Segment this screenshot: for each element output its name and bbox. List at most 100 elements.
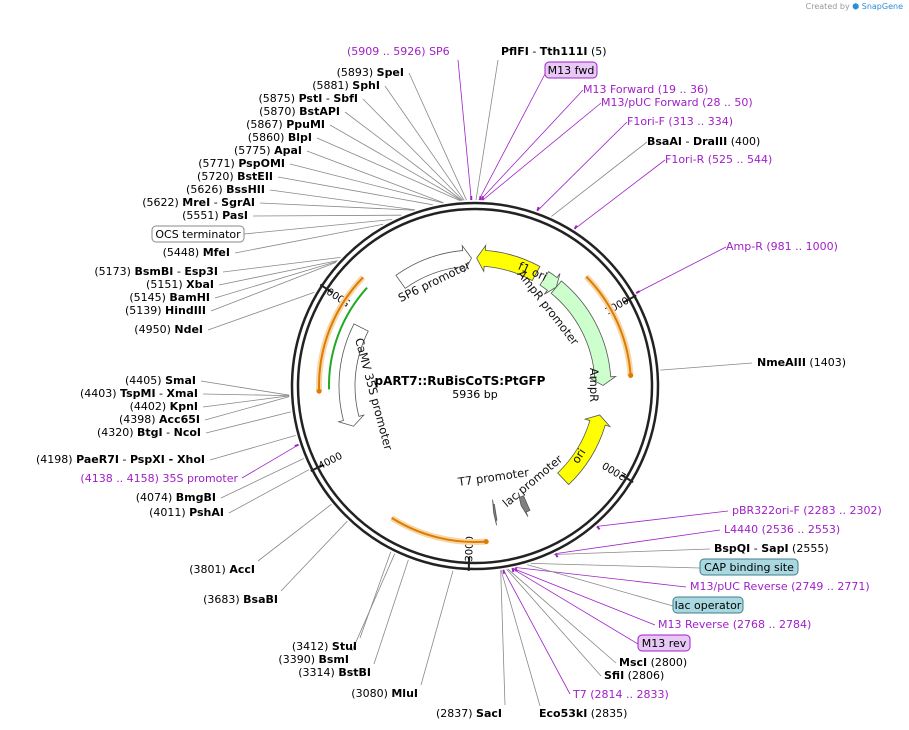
primer-label-35s-promoter[interactable]: (4138 .. 4158) 35S promoter: [80, 472, 238, 485]
site-label-acci[interactable]: (3801) AccI: [189, 563, 255, 576]
feature-camv-35s-promoter[interactable]: [337, 323, 369, 427]
feature-sp6-promoter[interactable]: [395, 244, 472, 289]
leader-line: [503, 569, 571, 695]
site-label-mfei[interactable]: (5448) MfeI: [163, 246, 230, 259]
site-label-hindiii[interactable]: (5139) HindIII: [125, 304, 206, 317]
site-label-blpi[interactable]: (5860) BlpI: [248, 131, 312, 144]
site-name-span: BamHI: [169, 291, 210, 304]
orf-arrowhead-0: [628, 372, 634, 378]
site-label-mlui[interactable]: (3080) MluI: [351, 687, 418, 700]
site-label-sfii[interactable]: SfiI (2806): [604, 669, 664, 682]
site-name-span: ApaI: [274, 144, 302, 157]
primer-label-m13-reverse[interactable]: M13 Reverse (2768 .. 2784): [658, 618, 811, 631]
site-label-bstapi[interactable]: (5870) BstAPI: [259, 105, 340, 118]
primer-label-m13-forward[interactable]: M13 Forward (19 .. 36): [583, 83, 708, 96]
site-pos-span: (3390): [278, 653, 318, 666]
site-label-psti[interactable]: (5875) PstI - SbfI: [258, 92, 358, 105]
primer-name: F1ori-R: [665, 153, 705, 166]
leader-line: [420, 570, 454, 686]
feature-t7-promoter[interactable]: [492, 499, 498, 526]
boxed-label-ocs-terminator[interactable]: OCS terminator: [155, 228, 241, 241]
site-label-pasi[interactable]: (5551) PasI: [182, 209, 248, 222]
site-label-eco53ki[interactable]: Eco53kI (2835): [539, 707, 627, 720]
site-label-smai[interactable]: (4405) SmaI: [125, 374, 196, 387]
site-label-pspomi[interactable]: (5771) PspOMI: [198, 157, 285, 170]
leader-line: [635, 246, 727, 294]
primer-label-m13-puc-reverse[interactable]: M13/pUC Reverse (2749 .. 2771): [690, 580, 870, 593]
site-name-span: XmaI: [167, 387, 198, 400]
site-label-saci[interactable]: (2837) SacI: [436, 707, 502, 720]
site-label-bstbi[interactable]: (3314) BstBI: [298, 666, 371, 679]
feature-ori[interactable]: [557, 414, 612, 486]
boxed-label-m13-rev[interactable]: M13 rev: [642, 637, 687, 650]
site-label-bamhi[interactable]: (5145) BamHI: [129, 291, 210, 304]
site-label-apai[interactable]: (5775) ApaI: [234, 144, 302, 157]
scale-tick-2000: [620, 473, 634, 483]
leader-line: [408, 72, 467, 201]
site-label-bsabi[interactable]: (3683) BsaBI: [203, 593, 278, 606]
site-label-stui[interactable]: (3412) StuI: [292, 640, 357, 653]
site-name-span: SpeI: [377, 66, 404, 79]
site-pos-span: -: [156, 387, 167, 400]
site-label-tspmi[interactable]: (4403) TspMI - XmaI: [80, 387, 198, 400]
site-name-span: BstEII: [237, 170, 273, 183]
site-label-bmgbi[interactable]: (4074) BmgBI: [136, 491, 216, 504]
primer-label-f1ori-f[interactable]: F1ori-F (313 .. 334): [627, 115, 733, 128]
leader-line: [257, 503, 332, 562]
feature-lac-promoter[interactable]: [517, 492, 531, 517]
primer-label-amp-r[interactable]: Amp-R (981 .. 1000): [726, 240, 838, 253]
feature-ampr[interactable]: [550, 280, 618, 386]
site-label-msci[interactable]: MscI (2800): [619, 656, 687, 669]
site-label-spei[interactable]: (5893) SpeI: [337, 66, 404, 79]
site-label-ndei[interactable]: (4950) NdeI: [134, 323, 203, 336]
leader-line: [373, 559, 409, 665]
feature-label-2: AmpR: [587, 368, 601, 402]
site-name-span: PshAI: [189, 506, 224, 519]
site-pos-span: -: [119, 453, 130, 466]
site-label-xbai[interactable]: (5151) XbaI: [146, 278, 214, 291]
site-label-nmeaiii[interactable]: NmeAIII (1403): [757, 356, 846, 369]
leader-line: [512, 567, 656, 626]
site-label-ppumi[interactable]: (5867) PpuMI: [246, 118, 325, 131]
site-label-bspqi[interactable]: BspQI - SapI (2555): [714, 542, 829, 555]
site-label-sphi[interactable]: (5881) SphI: [312, 79, 380, 92]
primer-label-l4440[interactable]: L4440 (2536 .. 2553): [724, 523, 840, 536]
gfp-orf-arc: [327, 287, 368, 390]
feature-ampr-promoter[interactable]: [539, 271, 561, 295]
primer-label-m13-puc-forward[interactable]: M13/pUC Forward (28 .. 50): [601, 96, 753, 109]
site-label-bsshii[interactable]: (5626) BssHII: [186, 183, 265, 196]
site-label-paer7i[interactable]: (4198) PaeR7I - PspXI - XhoI: [36, 453, 205, 466]
primer-range: (2749 .. 2771): [788, 580, 870, 593]
primer-label-f1ori-r[interactable]: F1ori-R (525 .. 544): [665, 153, 772, 166]
primer-label-t7[interactable]: T7 (2814 .. 2833): [572, 688, 669, 701]
leader-line: [222, 257, 341, 273]
site-label-acc65i[interactable]: (4398) Acc65I: [119, 413, 200, 426]
site-label-bsaai[interactable]: BsaAI - DraIII (400): [647, 135, 760, 148]
primer-range: (2814 .. 2833): [587, 688, 669, 701]
site-pos-span: -: [163, 426, 174, 439]
primer-mark-7: [554, 553, 559, 558]
primer-name: T7: [572, 688, 587, 701]
primer-label-sp6[interactable]: (5909 .. 5926) SP6: [347, 45, 450, 58]
site-label-bsmi[interactable]: (3390) BsmI: [278, 653, 349, 666]
primer-label-pbr322ori-f[interactable]: pBR322ori-F (2283 .. 2302): [732, 504, 882, 517]
site-label-bsmbi[interactable]: (5173) BsmBI - Esp3I: [94, 265, 218, 278]
boxed-label-cap-binding-site[interactable]: CAP binding site: [704, 561, 794, 574]
feature-f1-ori[interactable]: [476, 244, 541, 282]
site-name-span: XbaI: [186, 278, 214, 291]
boxed-label-lac-operator[interactable]: lac operator: [675, 599, 742, 612]
site-pos-span: (2837): [436, 707, 476, 720]
boxed-label-m13-fwd[interactable]: M13 fwd: [548, 64, 595, 77]
site-label-pflfi[interactable]: PflFI - Tth111I (5): [501, 45, 607, 58]
boxed-label-bg: [637, 634, 691, 652]
site-label-kpni[interactable]: (4402) KpnI: [130, 400, 198, 413]
site-label-pshai[interactable]: (4011) PshAI: [149, 506, 224, 519]
site-label-btgi[interactable]: (4320) BtgI - NcoI: [97, 426, 201, 439]
site-label-bsteii[interactable]: (5720) BstEII: [197, 170, 273, 183]
leader-line: [205, 411, 291, 434]
leader-lines: [200, 59, 753, 707]
site-name-span: Eco53kI: [539, 707, 587, 720]
site-label-mrei[interactable]: (5622) MreI - SgrAI: [142, 196, 255, 209]
site-pos-span: (5870): [259, 105, 299, 118]
